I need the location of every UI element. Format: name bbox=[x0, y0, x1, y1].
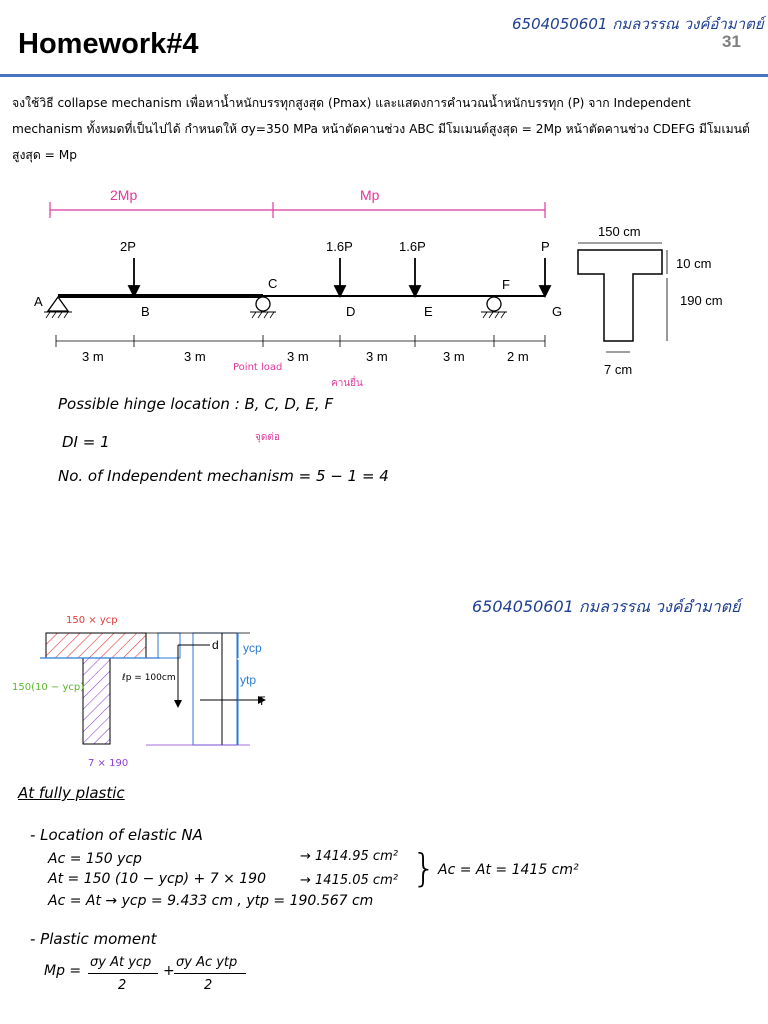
note-point-load: Point load bbox=[233, 362, 283, 373]
span-cd: 3 m bbox=[287, 349, 309, 364]
load-label-d: 1.6P bbox=[326, 239, 353, 254]
sketch-lever-arm: ℓp = 100cm bbox=[122, 673, 176, 683]
mp-term1-bar bbox=[88, 973, 158, 974]
brace: } bbox=[412, 846, 437, 890]
point-f: F bbox=[502, 277, 510, 292]
ac-equals-at: Ac = At = 1415 cm² bbox=[438, 862, 579, 878]
page-number: 31 bbox=[722, 32, 741, 51]
span-de: 3 m bbox=[366, 349, 388, 364]
header-divider bbox=[0, 74, 768, 77]
t-section-shape bbox=[577, 249, 663, 342]
mp-term2-bar bbox=[174, 973, 246, 974]
span-ef: 3 m bbox=[443, 349, 465, 364]
roller-support-c bbox=[255, 296, 271, 312]
moment-label-abc: 2Mp bbox=[110, 187, 137, 203]
web-depth-label: 190 cm bbox=[680, 293, 723, 308]
load-label-g: P bbox=[541, 239, 550, 254]
mp-plus: + bbox=[163, 963, 175, 979]
roller-support-f bbox=[486, 296, 502, 312]
value-ac: → 1414.95 cm² bbox=[300, 849, 398, 864]
web-width-label: 7 cm bbox=[604, 362, 632, 377]
mp-term2-numerator: σy Ac ytp bbox=[176, 955, 238, 970]
fully-plastic-heading: At fully plastic bbox=[18, 784, 125, 802]
student-signature-bottom: 6504050601 กมลวรรณ วงค์อำมาตย์ bbox=[472, 597, 741, 616]
span-ab: 3 m bbox=[82, 349, 104, 364]
degree-of-indeterminacy: DI = 1 bbox=[62, 433, 110, 451]
independent-mechanisms: No. of Independent mechanism = 5 − 1 = 4 bbox=[58, 467, 389, 485]
span-bc: 3 m bbox=[184, 349, 206, 364]
sketch-web-area: 7 × 190 bbox=[88, 758, 129, 769]
student-signature-top: 6504050601 กมลวรรณ วงค์อำมาตย์ bbox=[512, 15, 764, 33]
moment-label-cdefg: Mp bbox=[360, 187, 380, 203]
point-a: A bbox=[34, 294, 43, 309]
sketch-d-label: d bbox=[212, 638, 219, 652]
na-result: Ac = At → ycp = 9.433 cm , ytp = 190.567… bbox=[48, 893, 374, 909]
sketch-flange-area: 150 × ycp bbox=[66, 615, 118, 626]
page-title: Homework#4 bbox=[18, 28, 199, 60]
point-b: B bbox=[141, 304, 150, 319]
mp-lhs: Mp = bbox=[44, 963, 82, 979]
sketch-web-flange-area: 150(10 − ycp) bbox=[12, 682, 85, 693]
point-g: G bbox=[552, 304, 562, 319]
note-overhang: คานยื่น bbox=[331, 378, 363, 389]
sketch-ytp-label: ytp bbox=[240, 673, 256, 687]
na-location-heading: - Location of elastic NA bbox=[30, 826, 203, 844]
pin-support-a bbox=[46, 295, 70, 312]
load-label-b: 2P bbox=[120, 239, 136, 254]
plastic-moment-heading: - Plastic moment bbox=[30, 930, 157, 948]
equation-ac: Ac = 150 ycp bbox=[48, 851, 142, 867]
possible-hinge-location: Possible hinge location : B, C, D, E, F bbox=[58, 395, 334, 413]
point-c: C bbox=[268, 276, 277, 291]
equation-at: At = 150 (10 − ycp) + 7 × 190 bbox=[48, 871, 266, 887]
beam-diagram: 2Mp Mp 2P 1.6P 1.6P P A B C D E F G 3 m … bbox=[34, 187, 723, 377]
value-at: → 1415.05 cm² bbox=[300, 873, 398, 888]
load-label-e: 1.6P bbox=[399, 239, 426, 254]
plastic-section-sketch: d ycp ytp T bbox=[40, 632, 266, 746]
note-hinge-joint: จุดต่อ bbox=[255, 432, 280, 443]
point-e: E bbox=[424, 304, 433, 319]
flange-depth-label: 10 cm bbox=[676, 256, 711, 271]
mp-term1-numerator: σy At ycp bbox=[90, 955, 152, 970]
mp-term1-denominator: 2 bbox=[118, 978, 127, 993]
sketch-ycp-label: ycp bbox=[243, 641, 262, 655]
sketch-t-label: T bbox=[258, 694, 266, 708]
mp-term2-denominator: 2 bbox=[204, 978, 213, 993]
point-d: D bbox=[346, 304, 355, 319]
span-fg: 2 m bbox=[507, 349, 529, 364]
flange-width-label: 150 cm bbox=[598, 224, 641, 239]
problem-statement: จงใช้วิธี collapse mechanism เพื่อหาน้ำห… bbox=[12, 96, 750, 162]
